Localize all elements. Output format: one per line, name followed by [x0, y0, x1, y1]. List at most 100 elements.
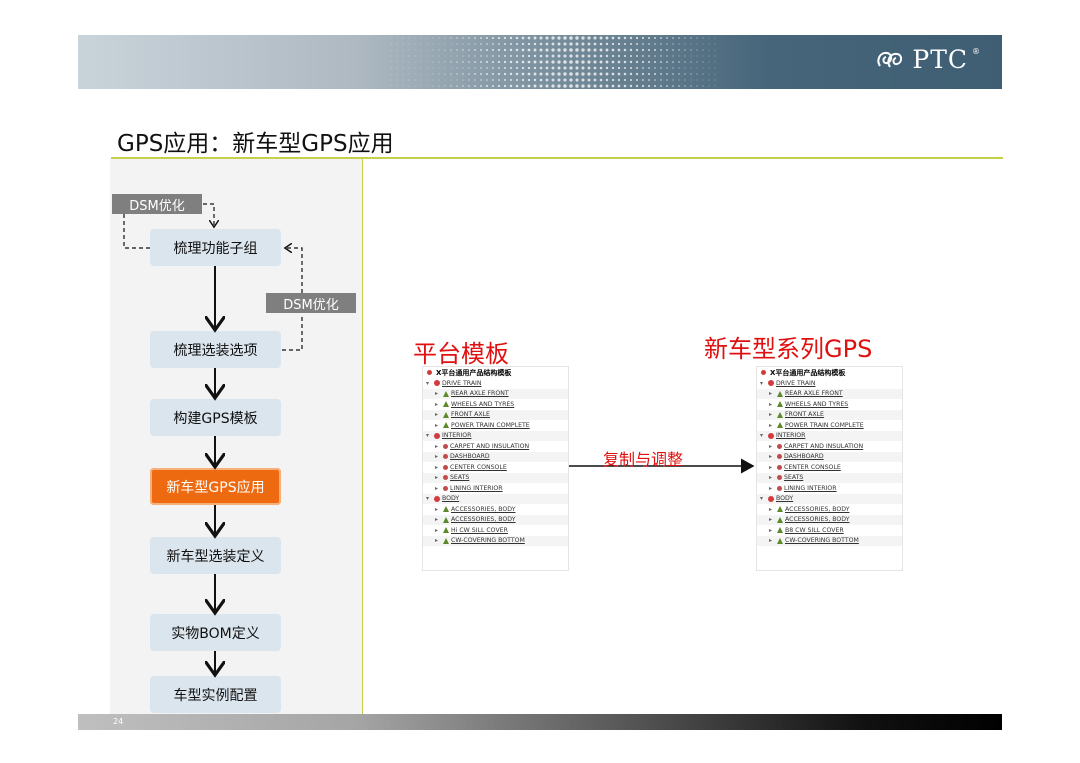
node-icon	[434, 380, 440, 387]
expand-right-icon[interactable]: ▸	[769, 463, 773, 471]
expand-down-icon[interactable]: ▾	[760, 432, 764, 440]
expand-right-icon[interactable]: ▸	[435, 474, 439, 482]
tree-row-label: FRONT AXLE	[785, 411, 824, 419]
expand-right-icon[interactable]: ▸	[435, 453, 439, 461]
expand-right-icon[interactable]: ▸	[769, 526, 773, 534]
expand-right-icon[interactable]: ▸	[769, 537, 773, 545]
tree-row-label: CARPET AND INSULATION	[784, 442, 864, 450]
expand-right-icon[interactable]: ▸	[769, 421, 773, 429]
tree-row[interactable]: ▸CENTER CONSOLE	[423, 462, 568, 473]
expand-right-icon[interactable]: ▸	[435, 411, 439, 419]
expand-right-icon[interactable]: ▸	[435, 463, 439, 471]
expand-down-icon[interactable]: ▾	[426, 379, 430, 387]
ptc-logo: PTC ®	[874, 45, 980, 74]
tree-row-label: BODY	[442, 495, 460, 503]
new-model-gps-tree: X平台通用产品结构模板 ▾DRIVE TRAIN▸REAR AXLE FRONT…	[756, 366, 903, 571]
tree-rows: ▾ DRIVE TRAIN▸REAR AXLE FRONT▸WHEELS AND …	[423, 378, 568, 546]
tree-row-label: REAR AXLE FRONT	[785, 390, 843, 398]
node-icon	[768, 495, 774, 502]
tree-row[interactable]: ▸WHEELS AND TYRES	[757, 399, 902, 410]
tree-row[interactable]: ▸ ACCESSORIES, BODY	[757, 504, 902, 515]
expand-down-icon[interactable]: ▾	[426, 495, 430, 503]
dot-pattern	[390, 36, 716, 88]
expand-right-icon[interactable]: ▸	[435, 421, 439, 429]
tree-row[interactable]: ▸REAR AXLE FRONT	[423, 388, 568, 399]
tree-row[interactable]: ▸ REAR AXLE FRONT	[757, 388, 902, 399]
tree-row-label: DRIVE TRAIN	[776, 379, 816, 387]
tree-row[interactable]: ▸LINING INTERIOR	[757, 483, 902, 494]
tree-row[interactable]: ▾INTERIOR	[757, 430, 902, 441]
tree-row[interactable]: ▸ DASHBOARD	[757, 451, 902, 462]
tree-row[interactable]: ▾ BODY	[757, 493, 902, 504]
expand-right-icon[interactable]: ▸	[769, 390, 773, 398]
new-model-gps-heading: 新车型系列GPS	[704, 335, 873, 363]
tree-row-label: DASHBOARD	[784, 453, 824, 461]
expand-down-icon[interactable]: ▾	[760, 379, 764, 387]
tree-row[interactable]: ▸ CW-COVERING BOTTOM	[423, 535, 568, 546]
expand-down-icon[interactable]: ▾	[426, 432, 430, 440]
tree-row[interactable]: ▾ BODY	[423, 493, 568, 504]
tree-row[interactable]: ▸Hi CW SILL COVER	[423, 525, 568, 536]
tree-header: X平台通用产品结构模板	[757, 367, 902, 378]
tree-row[interactable]: ▾ DRIVE TRAIN	[423, 378, 568, 389]
node-icon	[443, 443, 448, 449]
expand-right-icon[interactable]: ▸	[435, 442, 439, 450]
node-icon	[443, 475, 448, 481]
part-triangle-icon	[777, 537, 783, 544]
node-icon	[443, 464, 448, 470]
expand-right-icon[interactable]: ▸	[435, 484, 439, 492]
expand-right-icon[interactable]: ▸	[769, 442, 773, 450]
tree-row-label: CENTER CONSOLE	[784, 463, 841, 471]
tree-row[interactable]: ▾INTERIOR	[423, 430, 568, 441]
tree-row[interactable]: ▸ CARPET AND INSULATION	[757, 441, 902, 452]
expand-right-icon[interactable]: ▸	[769, 516, 773, 524]
expand-down-icon[interactable]: ▾	[760, 495, 764, 503]
tree-row[interactable]: ▸WHEELS AND TYRES	[423, 399, 568, 410]
tree-row[interactable]: ▸POWER TRAIN COMPLETE	[757, 420, 902, 431]
expand-right-icon[interactable]: ▸	[435, 400, 439, 408]
footer-bar	[78, 714, 1002, 730]
tree-row-label: BODY	[776, 495, 794, 503]
tree-row[interactable]: ▸SEATS	[757, 472, 902, 483]
expand-right-icon[interactable]: ▸	[769, 411, 773, 419]
part-triangle-icon	[777, 401, 783, 408]
tree-row-label: ACCESSORIES, BODY	[785, 516, 850, 524]
tree-row-label: CW-COVERING BOTTOM	[451, 537, 525, 545]
tree-row[interactable]: ▸SEATS	[423, 472, 568, 483]
tree-row[interactable]: ▸FRONT AXLE	[423, 409, 568, 420]
tree-row-label: ACCESSORIES, BODY	[785, 505, 850, 513]
expand-right-icon[interactable]: ▸	[769, 505, 773, 513]
tree-row[interactable]: ▸ACCESSORIES, BODY	[423, 514, 568, 525]
part-triangle-icon	[443, 506, 449, 513]
tree-row[interactable]: ▸ DASHBOARD	[423, 451, 568, 462]
tree-row[interactable]: ▸CW-COVERING BOTTOM	[757, 535, 902, 546]
expand-right-icon[interactable]: ▸	[769, 474, 773, 482]
expand-right-icon[interactable]: ▸	[435, 390, 439, 398]
tree-row[interactable]: ▸B8 CW SILL COVER	[757, 525, 902, 536]
tree-row[interactable]: ▾ DRIVE TRAIN	[757, 378, 902, 389]
tree-row[interactable]: ▸ACCESSORIES, BODY	[423, 504, 568, 515]
expand-right-icon[interactable]: ▸	[769, 400, 773, 408]
logo-registered-mark: ®	[972, 47, 980, 56]
expand-right-icon[interactable]: ▸	[435, 526, 439, 534]
node-icon	[434, 495, 440, 502]
tree-row-label: DASHBOARD	[450, 453, 490, 461]
flow-step-5: 新车型选装定义	[150, 537, 281, 574]
tree-row-label: DRIVE TRAIN	[442, 379, 482, 387]
tree-row[interactable]: ▸ CENTER CONSOLE	[757, 462, 902, 473]
part-triangle-icon	[443, 411, 449, 418]
expand-right-icon[interactable]: ▸	[769, 453, 773, 461]
tree-row[interactable]: ▸CARPET AND INSULATION	[423, 441, 568, 452]
tree-row[interactable]: ▸ FRONT AXLE	[757, 409, 902, 420]
tree-row[interactable]: ▸ ACCESSORIES, BODY	[757, 514, 902, 525]
expand-right-icon[interactable]: ▸	[435, 537, 439, 545]
tree-row[interactable]: ▸LINING INTERIOR	[423, 483, 568, 494]
dsm-tag-middle: DSM优化	[266, 293, 356, 313]
node-icon	[768, 432, 774, 439]
expand-right-icon[interactable]: ▸	[435, 505, 439, 513]
tree-row[interactable]: ▸POWER TRAIN COMPLETE	[423, 420, 568, 431]
part-triangle-icon	[443, 401, 449, 408]
expand-right-icon[interactable]: ▸	[769, 484, 773, 492]
copy-adjust-label: 复制与调整	[603, 450, 684, 469]
expand-right-icon[interactable]: ▸	[435, 516, 439, 524]
